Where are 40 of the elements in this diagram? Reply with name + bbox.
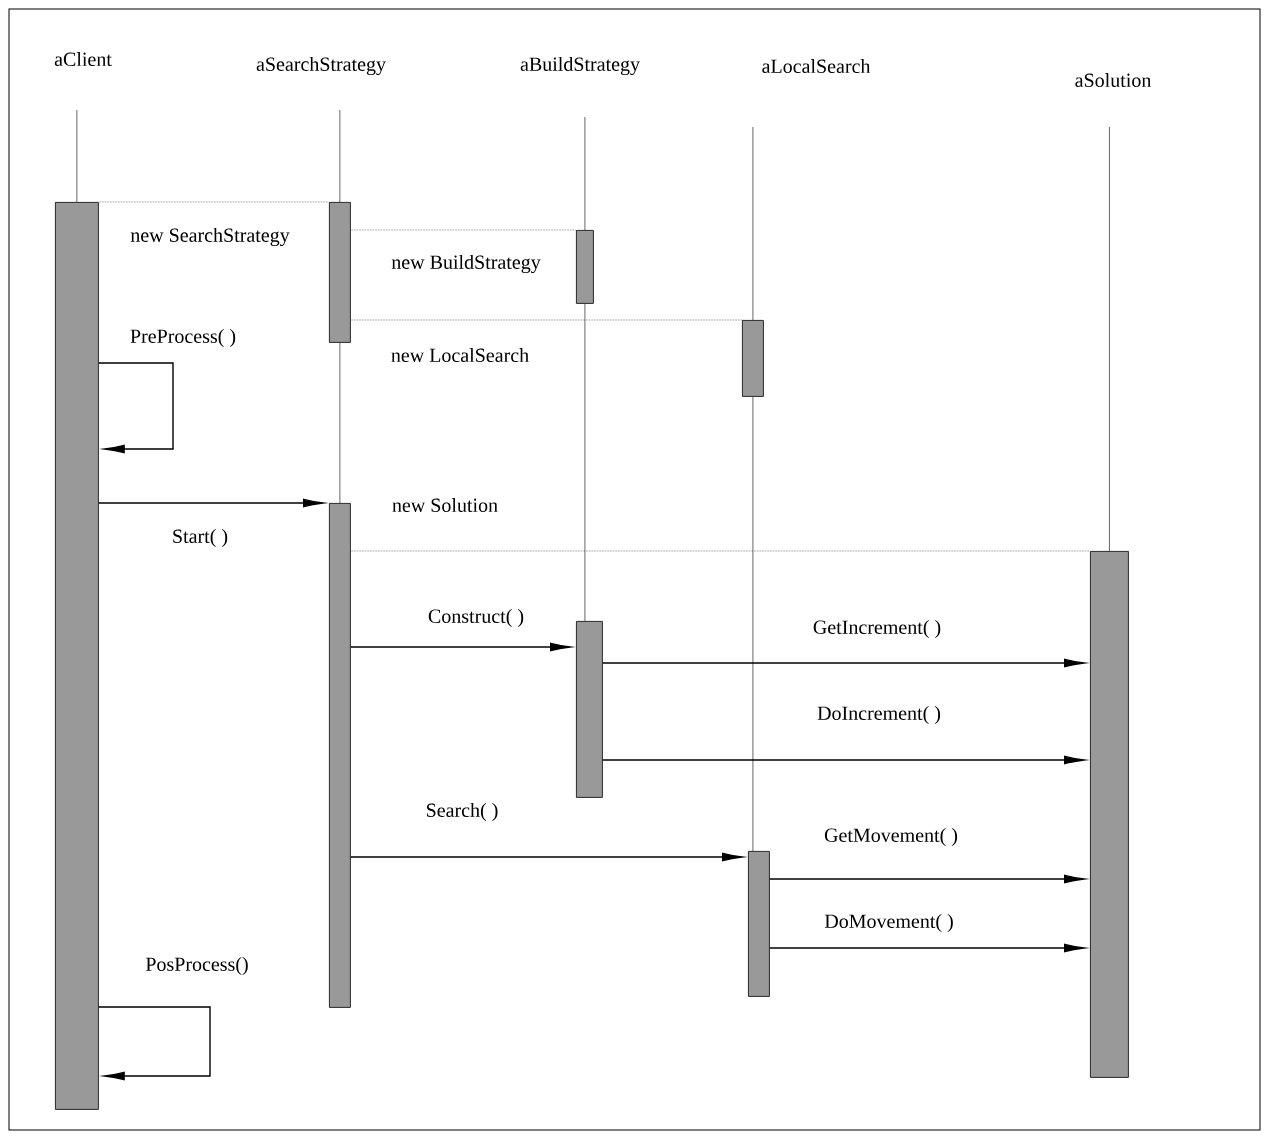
lifeline — [339, 342, 341, 504]
activation-bar — [329, 503, 351, 1008]
lifeline-name: aClient — [54, 51, 112, 66]
message-label: new LocalSearch — [391, 347, 529, 363]
message-label: Search( ) — [426, 802, 498, 822]
activation-bar — [1090, 551, 1129, 1078]
lifeline — [339, 109, 341, 203]
lifeline — [584, 303, 586, 622]
message-label: Start( ) — [173, 528, 228, 548]
activation-bar — [55, 202, 99, 1110]
lifeline-name: aSearchStrategy — [256, 56, 386, 76]
activation-bar — [576, 621, 603, 798]
activation-bar — [576, 230, 594, 304]
message-label: new SearchStrategy — [130, 227, 290, 247]
message-label: DoMovement( ) — [824, 913, 953, 933]
activation-bar — [748, 851, 770, 997]
message-label: PreProcess( ) — [130, 328, 236, 348]
lifeline-name: aBuildStrategy — [520, 56, 640, 76]
self-call-arrow — [98, 362, 174, 454]
lifeline — [76, 109, 78, 203]
creation-line — [350, 229, 577, 231]
activation-bar — [329, 202, 351, 343]
lifeline — [584, 116, 586, 231]
message-label: GetIncrement( ) — [813, 619, 941, 639]
self-call-arrow — [98, 1006, 211, 1081]
lifeline — [752, 396, 754, 852]
activation-bar — [742, 320, 764, 397]
creation-line — [350, 550, 1091, 552]
creation-line — [350, 319, 743, 321]
message-label: DoIncrement( ) — [817, 705, 941, 725]
message-label: new BuildStrategy — [391, 254, 541, 274]
message-label: GetMovement( ) — [824, 827, 958, 847]
lifeline — [1109, 126, 1110, 552]
lifeline-name: aSolution — [1075, 72, 1152, 87]
message-label: new Solution — [392, 497, 498, 513]
message-label: Construct( ) — [428, 608, 524, 628]
lifeline — [752, 126, 754, 321]
creation-line — [98, 201, 330, 203]
message-label: PosProcess() — [145, 956, 248, 976]
lifeline-name: aLocalSearch — [762, 58, 871, 73]
